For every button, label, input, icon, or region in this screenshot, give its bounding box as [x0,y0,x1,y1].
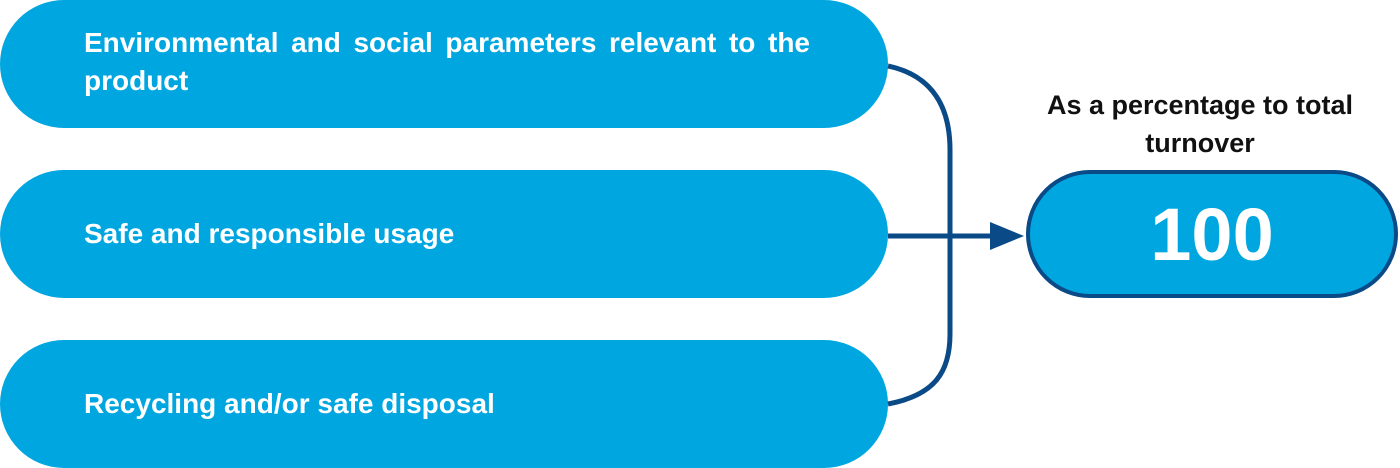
bracket-line [887,63,953,407]
input-pill-environmental-social: Environmental and social parameters rele… [0,0,888,128]
input-pill-recycling: Recycling and/or safe disposal [0,340,888,468]
input-pill-label: Environmental and social parameters rele… [84,27,810,96]
arrow-head-icon [990,222,1024,250]
input-pill-label: Safe and responsible usage [84,218,455,249]
result-value-pill: 100 [1026,170,1398,298]
result-value: 100 [1150,192,1274,276]
result-caption: As a percentage to total turnover [1046,90,1354,158]
input-pill-label: Recycling and/or safe disposal [84,388,495,419]
input-pill-safe-usage: Safe and responsible usage [0,170,888,298]
